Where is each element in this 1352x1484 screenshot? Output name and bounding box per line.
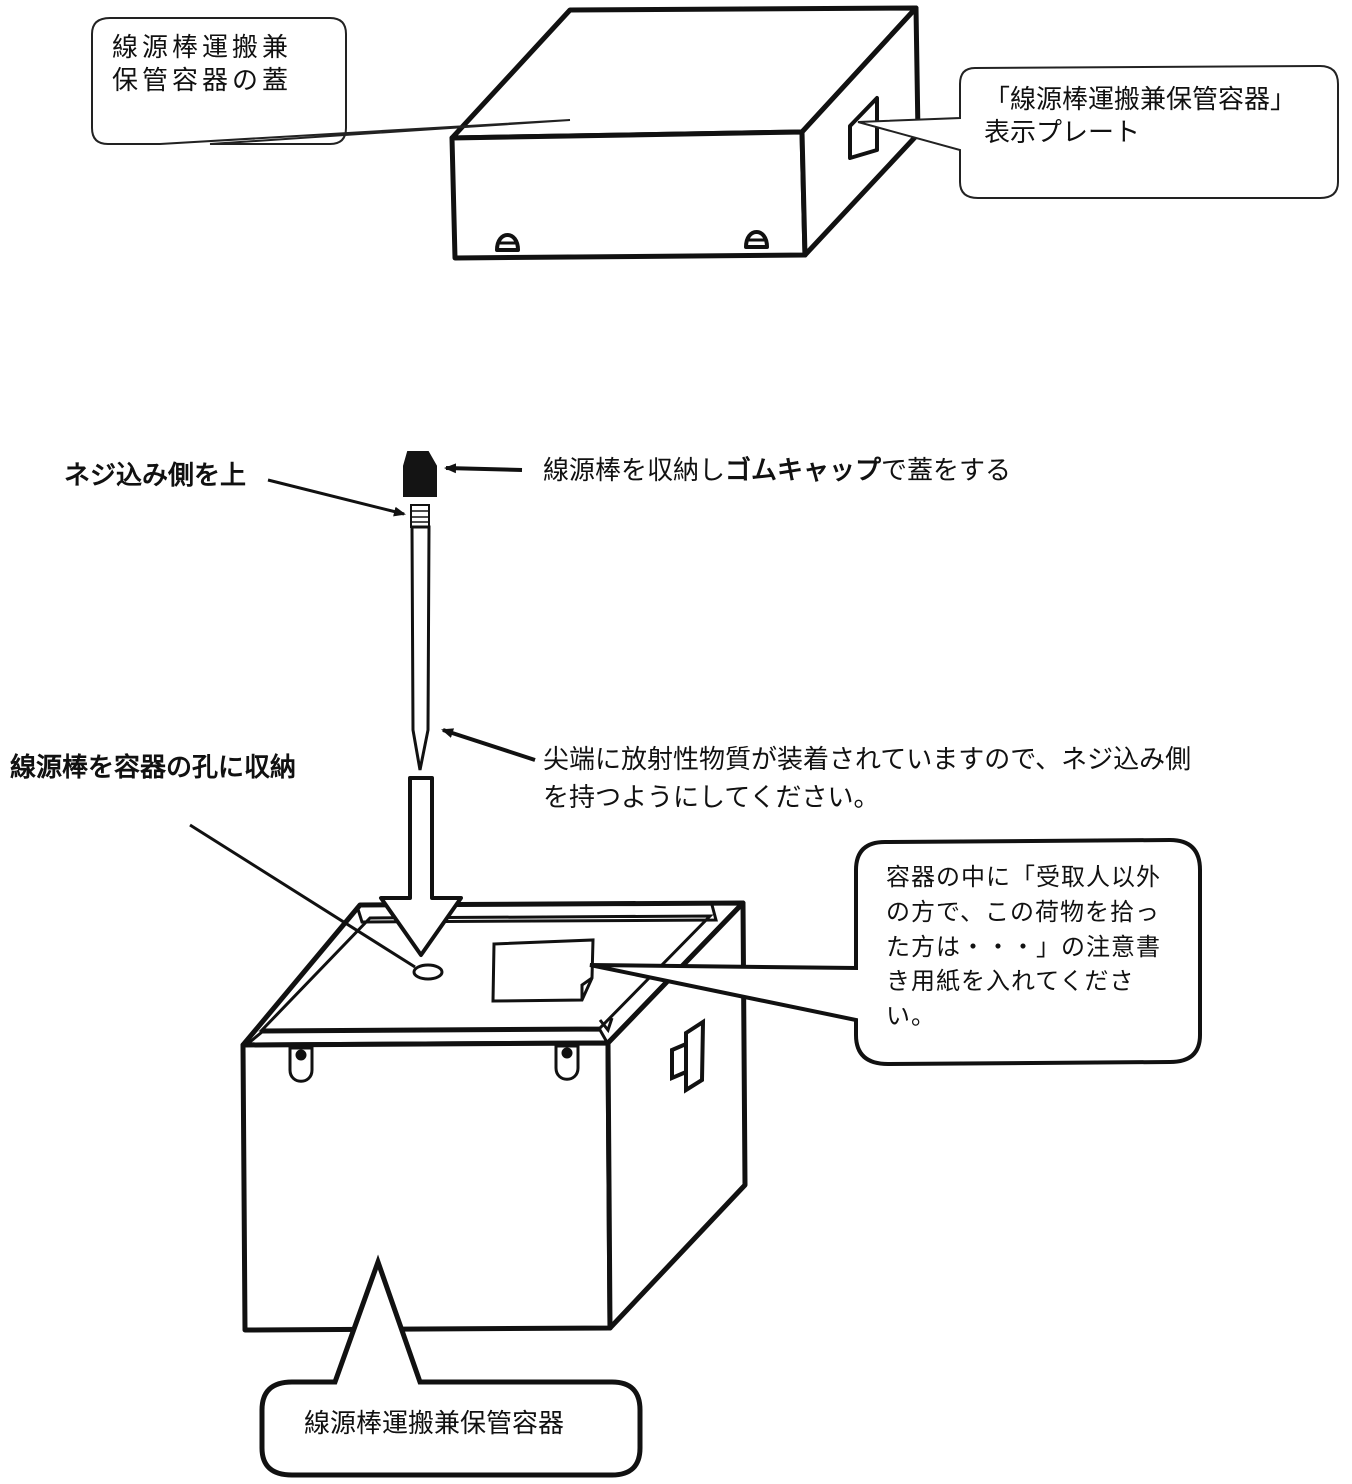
rod-arrows [267, 463, 536, 762]
notice-callout-text: 容器の中に「受取人以外の方で、この荷物を拾った方は・・・」の注意書き用紙を入れて… [886, 863, 1161, 1031]
tip-arrow [441, 728, 536, 762]
rod-thread [410, 504, 430, 528]
tip-note-line1: 尖端に放射性物質が装着されていますので、ネジ込み側 [543, 745, 1192, 775]
cap-label-pre: 線源棒を収納し [543, 456, 726, 486]
name-callout-bubble [259, 1254, 643, 1478]
rod-body [410, 525, 431, 771]
container-front-face [240, 1040, 613, 1333]
cap-label-bold: ゴムキャップ [725, 456, 882, 486]
notice-callout-bubble [589, 837, 1202, 1067]
container-handle [684, 1018, 706, 1094]
container-latch-left [288, 1046, 314, 1083]
lid-illustration [449, 5, 921, 261]
container-inner-rim [244, 904, 718, 1048]
screw-side-arrow [267, 478, 406, 517]
cap-arrow [444, 463, 523, 474]
insert-arrow [379, 776, 463, 957]
rod-illustration [403, 451, 437, 771]
plate-callout-line2: 表示プレート [984, 118, 1141, 149]
insert-label: 線源棒を容器の孔に収納 [10, 753, 297, 783]
tip-note: 尖端に放射性物質が装着されていますので、ネジ込み側 を持つようにしてください。 [543, 742, 1191, 817]
container-side-face [605, 900, 748, 1331]
container-latch-right [554, 1044, 580, 1081]
lid-callout-bubble [91, 17, 571, 145]
insert-pointer [189, 823, 416, 969]
screw-side-label: ネジ込み側を上 [64, 461, 247, 491]
lid-callout-text: 線源棒運搬兼 保管容器の蓋 [112, 32, 292, 99]
lid-callout-line1: 線源棒運搬兼 [112, 33, 293, 63]
tip-note-line2: を持つようにしてください。 [543, 782, 880, 813]
lid-plate-icon [848, 96, 879, 160]
container-details [288, 938, 706, 1094]
rod-hole [412, 963, 444, 981]
container-name-label: 線源棒運搬兼保管容器 [304, 1409, 565, 1439]
plate-callout-line1: 「線源棒運搬兼保管容器」 [984, 85, 1297, 115]
notice-paper [491, 938, 595, 1003]
rubber-cap [403, 451, 437, 497]
cap-label: 線源棒を収納しゴムキャップで蓋をする [543, 455, 1011, 488]
plate-callout-bubble [857, 64, 1339, 199]
plate-callout-text: 「線源棒運搬兼保管容器」 表示プレート [984, 84, 1296, 151]
cap-label-post: で蓋をする [881, 456, 1012, 486]
lid-callout-line2: 保管容器の蓋 [112, 66, 293, 97]
